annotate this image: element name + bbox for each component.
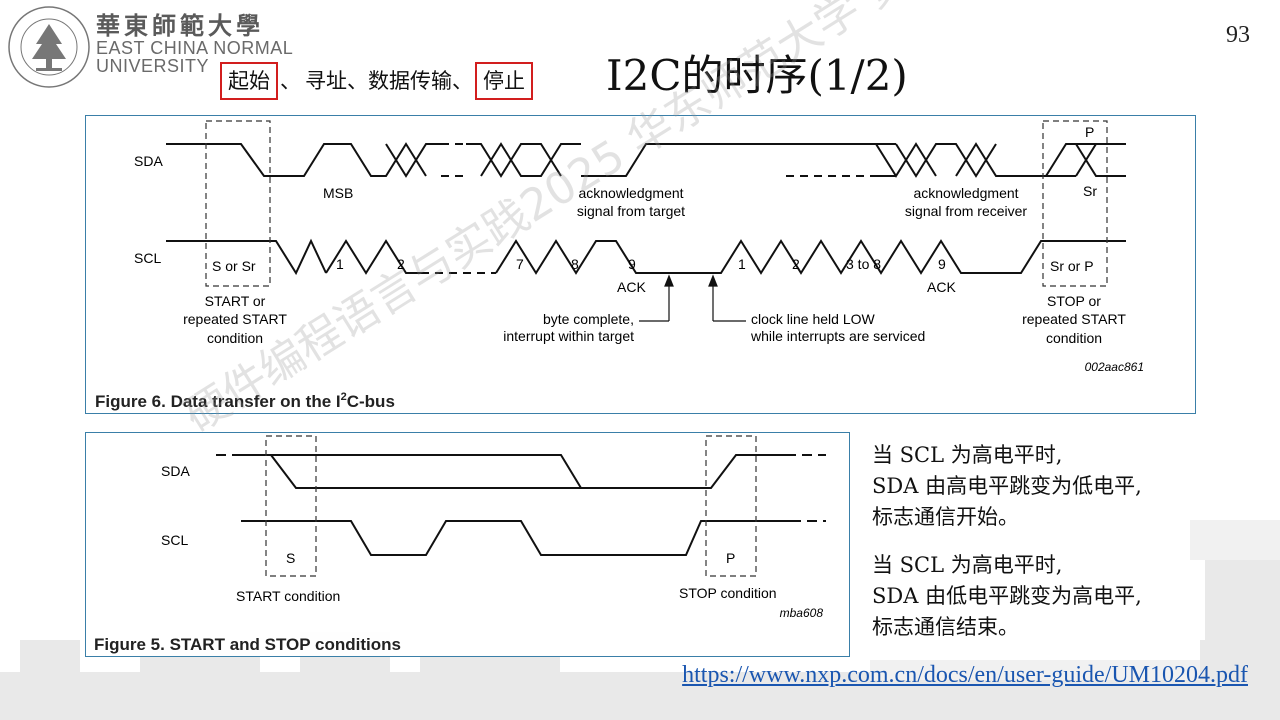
fig6-bit-9b: 9 — [938, 256, 946, 272]
fig6-ack-2: ACK — [927, 279, 956, 295]
fig6-clock-held-line2: while interrupts are serviced — [750, 328, 925, 344]
fig6-ack-receiver-line2: signal from receiver — [905, 203, 1027, 219]
fig6-scl-label: SCL — [134, 250, 161, 266]
fig6-clock-held-line1: clock line held LOW — [751, 311, 876, 327]
nxp-user-guide-link[interactable]: https://www.nxp.com.cn/docs/en/user-guid… — [682, 662, 1248, 688]
fig6-ack-receiver-line1: acknowledgment — [913, 185, 1018, 201]
fig6-sda-label: SDA — [134, 153, 163, 169]
fig6-code: 002aac861 — [1085, 360, 1144, 374]
fig5-s-label: S — [286, 550, 295, 566]
stop-explanation-line3: 标志通信结束。 — [872, 615, 1019, 639]
fig6-bit-1b: 1 — [738, 256, 746, 272]
fig6-sr-or-p-label: Sr or P — [1050, 258, 1094, 274]
stop-explanation-line2: SDA 由低电平跳变为高电平, — [872, 584, 1142, 608]
fig6-byte-complete-line2: interrupt within target — [503, 328, 634, 344]
fig5-caption: Figure 5. START and STOP conditions — [94, 635, 401, 654]
start-condition-explanation: 当 SCL 为高电平时, SDA 由高电平跳变为低电平, 标志通信开始。 — [872, 440, 1142, 533]
fig6-ack-1: ACK — [617, 279, 646, 295]
step-addressing-transfer: 寻址、数据传输、 — [305, 69, 473, 93]
fig6-ack-target-line2: signal from target — [577, 203, 685, 219]
fig5-scl-label: SCL — [161, 532, 188, 548]
fig6-sr-label: Sr — [1083, 183, 1097, 199]
stop-explanation-line1: 当 SCL 为高电平时, — [872, 553, 1063, 577]
fig6-stop-line1: STOP or — [1047, 293, 1101, 309]
fig5-p-label: P — [726, 550, 735, 566]
fig6-start-line2: repeated START — [183, 311, 287, 327]
fig6-bit-1: 1 — [336, 256, 344, 272]
figure6-data-transfer: SDA SCL MSB acknowledgment signal from t… — [85, 115, 1196, 414]
fig5-code: mba608 — [780, 606, 824, 620]
stop-condition-explanation: 当 SCL 为高电平时, SDA 由低电平跳变为高电平, 标志通信结束。 — [872, 550, 1142, 643]
step-stop-highlighted: 停止 — [475, 62, 533, 100]
fig6-caption: Figure 6. Data transfer on the I2C-bus — [95, 391, 395, 411]
fig6-bit-2b: 2 — [792, 256, 800, 272]
fig5-sda-label: SDA — [161, 463, 190, 479]
university-name-en-line2: UNIVERSITY — [96, 56, 210, 76]
fig6-ack-target-line1: acknowledgment — [578, 185, 683, 201]
fig6-start-line1: START or — [205, 293, 266, 309]
fig6-bit-7: 7 — [516, 256, 524, 272]
fig6-byte-complete-line1: byte complete, — [543, 311, 634, 327]
university-name-en-line1: EAST CHINA NORMAL — [96, 38, 294, 58]
fig6-start-line3: condition — [207, 330, 263, 346]
fig6-bit-3to8: 3 to 8 — [846, 256, 881, 272]
subtitle-steps: 起始、寻址、数据传输、停止 — [220, 62, 533, 100]
start-explanation-line3: 标志通信开始。 — [872, 505, 1019, 529]
university-name-cn: 華東師範大學 — [96, 11, 264, 40]
slide-title: I2C的时序(1/2) — [606, 51, 908, 100]
fig6-p-label: P — [1085, 124, 1094, 140]
fig6-stop-line3: condition — [1046, 330, 1102, 346]
page-number: 93 — [1226, 22, 1250, 48]
fig5-start-label: START condition — [236, 588, 340, 604]
fig6-bit-8: 8 — [571, 256, 579, 272]
fig6-stop-line2: repeated START — [1022, 311, 1126, 327]
fig6-s-or-sr-label: S or Sr — [212, 258, 256, 274]
start-explanation-line2: SDA 由高电平跳变为低电平, — [872, 474, 1142, 498]
fig6-bit-2: 2 — [397, 256, 405, 272]
university-seal-logo — [8, 6, 90, 88]
start-explanation-line1: 当 SCL 为高电平时, — [872, 443, 1063, 467]
figure5-start-stop: SDA SCL S P START condition STOP conditi… — [85, 432, 850, 657]
fig5-stop-label: STOP condition — [679, 585, 777, 601]
fig6-msb-label: MSB — [323, 185, 353, 201]
step-start-highlighted: 起始 — [220, 62, 278, 100]
fig6-bit-9: 9 — [628, 256, 636, 272]
step-separator: 、 — [280, 69, 301, 93]
